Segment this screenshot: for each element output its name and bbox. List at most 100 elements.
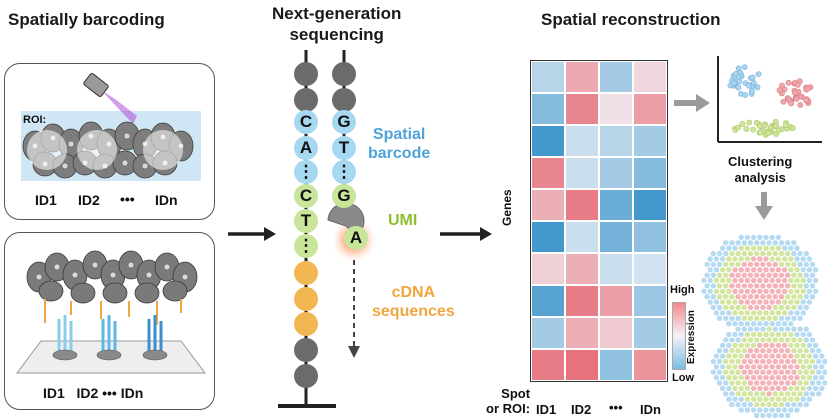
cluster-point (730, 80, 737, 87)
bead-cdna-3 (294, 312, 318, 336)
spatial-spot (760, 283, 766, 289)
spatial-spot (766, 326, 772, 332)
spatial-spot (729, 337, 735, 343)
spatial-spot (723, 391, 729, 397)
heatmap-cell (531, 61, 565, 93)
spatial-spot (747, 326, 754, 332)
spatial-spot (800, 267, 806, 273)
spatial-spot (785, 380, 791, 386)
spatial-spot (716, 369, 723, 375)
spatial-spot (769, 364, 775, 370)
spatial-spot (760, 337, 766, 343)
spatial-spot (785, 358, 791, 365)
heatmap-cell (531, 157, 565, 189)
spatial-spot (716, 272, 723, 278)
spatial-spot (726, 299, 732, 305)
spatial-spot (788, 396, 794, 402)
spatial-spot (760, 369, 766, 375)
spatial-spot (788, 353, 794, 359)
cluster-point (805, 85, 811, 92)
spatial-spot (735, 240, 741, 246)
spatial-spot (763, 331, 769, 338)
roi-highlights (27, 130, 183, 170)
spatial-spot (729, 261, 735, 268)
spatial-spot (803, 294, 809, 300)
spatial-spot (797, 369, 803, 375)
bead-barcode-c: C (294, 110, 318, 134)
spatial-spot (775, 407, 782, 413)
spatial-spot (785, 401, 791, 408)
spatial-spot (778, 250, 785, 257)
spatial-spot (772, 380, 778, 386)
spatial-spot (803, 401, 809, 408)
spatial-spot (766, 240, 772, 246)
spatial-spot (775, 374, 782, 381)
spatial-spot (750, 396, 757, 402)
spatial-spot (732, 364, 738, 370)
spatial-spot (763, 288, 769, 294)
bead-cdna-2 (294, 287, 318, 311)
spatial-spot (769, 385, 775, 392)
cluster-point (789, 125, 796, 131)
spatial-spot (713, 288, 720, 294)
spatial-spot (735, 391, 741, 397)
spatial-spot (747, 337, 754, 343)
spatial-spot (781, 277, 788, 284)
spatial-spot (797, 358, 803, 365)
spatial-spot (797, 315, 803, 321)
spatial-spot (791, 401, 797, 408)
spatial-spot (738, 374, 744, 381)
spatial-spot (791, 348, 797, 354)
spatial-spot (716, 250, 723, 257)
legend-colorbar (672, 302, 686, 370)
spatial-spot (732, 353, 738, 359)
roi-tissue-illustration (21, 73, 201, 181)
spatial-spot (819, 385, 825, 392)
spatial-spot (713, 256, 720, 262)
spatial-spot (763, 277, 769, 284)
spatial-spot (710, 369, 716, 375)
spatial-spot (816, 380, 822, 386)
spatial-spot (785, 294, 791, 300)
spatial-spot (729, 369, 735, 375)
spatial-spot (781, 385, 788, 392)
spatial-spot (812, 342, 819, 348)
spatial-spot (788, 245, 794, 251)
spatial-spot (735, 380, 741, 386)
spatial-spot (710, 304, 716, 311)
spatial-spot (772, 412, 778, 419)
spatial-spot (741, 261, 747, 268)
spatial-spot (806, 396, 813, 402)
spatial-spot (754, 304, 760, 311)
spatial-spot (800, 396, 806, 402)
spot-array-panel: ID1 ID2 ••• IDn (4, 232, 215, 410)
spatial-spot (732, 245, 738, 251)
spatial-spot (744, 374, 751, 381)
spatial-spot (788, 407, 794, 413)
spatial-spot (763, 396, 769, 402)
spatial-spot (803, 326, 809, 332)
bead2-gray-2 (332, 88, 356, 112)
spatial-spot (710, 250, 716, 257)
heading-spatial-reconstruction: Spatial reconstruction (541, 10, 721, 29)
spatial-spot (769, 256, 775, 262)
spatial-spot (704, 294, 710, 300)
spatial-spot (726, 277, 732, 284)
spatial-spot (723, 272, 729, 278)
spatial-spot (785, 391, 791, 397)
heatmap-cell (599, 157, 633, 189)
spatial-spot (763, 321, 769, 327)
spatial-spot (738, 245, 744, 251)
spatial-spot (723, 358, 729, 365)
spatial-spot (747, 250, 754, 257)
spatial-spot (744, 364, 751, 370)
spatial-spot (726, 321, 732, 327)
spatial-spot (769, 342, 775, 348)
spatial-spot (788, 342, 794, 348)
spatial-spot (735, 250, 741, 257)
spatial-spot (741, 315, 747, 321)
spatial-spot (775, 277, 782, 284)
spatial-spot (754, 412, 760, 419)
heatmap-cell (531, 317, 565, 349)
spatial-spot (766, 358, 772, 365)
